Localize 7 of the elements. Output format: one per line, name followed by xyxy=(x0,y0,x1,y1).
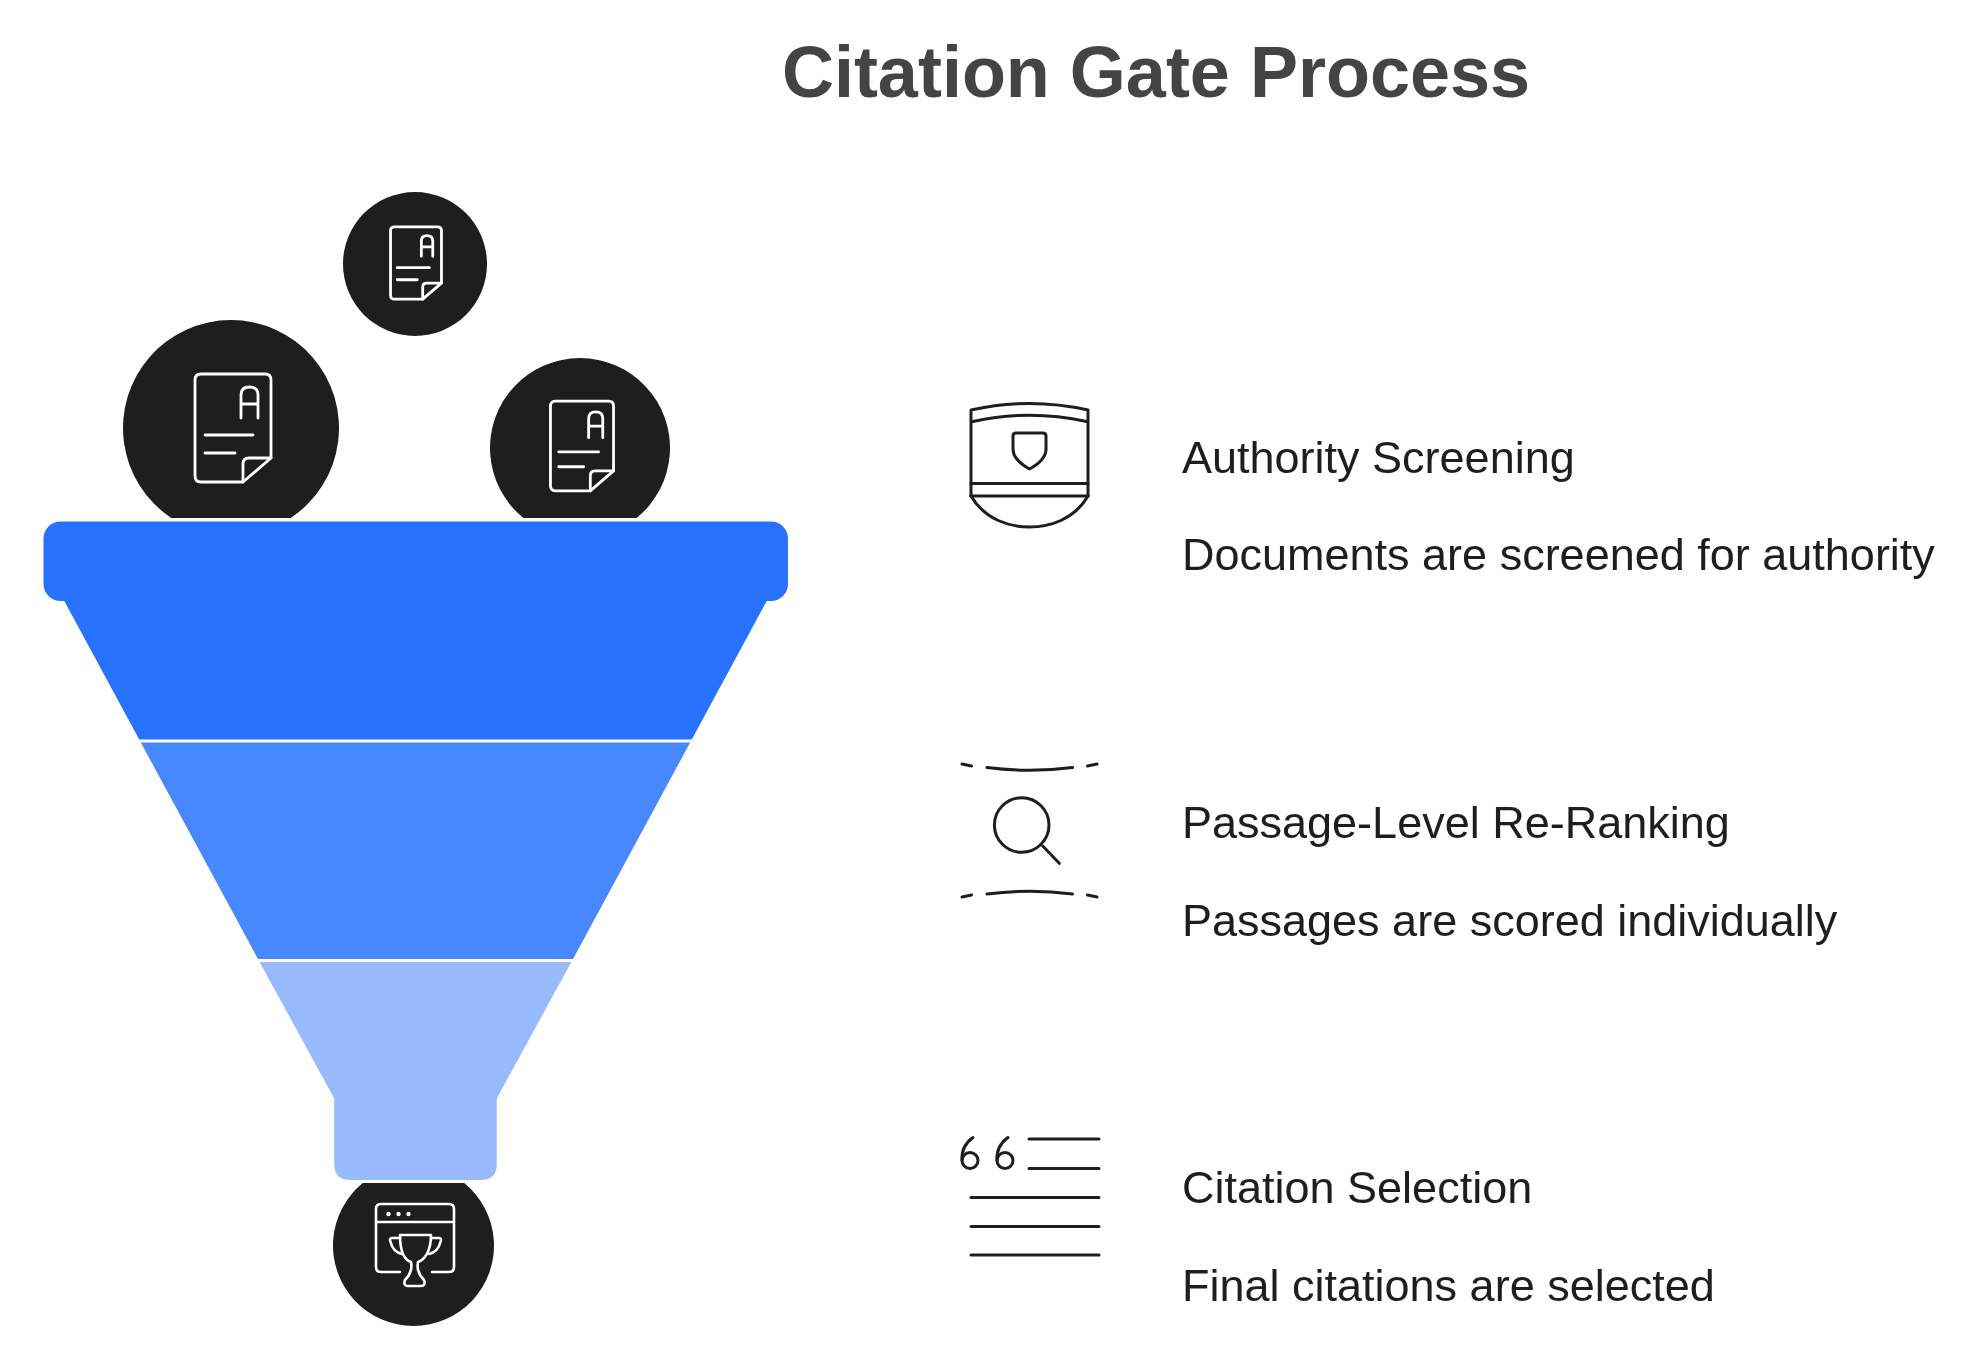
stage-heading: Citation Selection xyxy=(1182,1160,1533,1215)
stage-heading: Authority Screening xyxy=(1182,430,1575,485)
stage-heading: Passage-Level Re-Ranking xyxy=(1182,795,1730,850)
diagram-title: Citation Gate Process xyxy=(781,31,1531,114)
stage-description: Documents are screened for authority xyxy=(1182,527,1935,582)
stage-description: Passages are scored individually xyxy=(1182,893,1838,948)
stage-description: Final citations are selected xyxy=(1182,1258,1715,1313)
